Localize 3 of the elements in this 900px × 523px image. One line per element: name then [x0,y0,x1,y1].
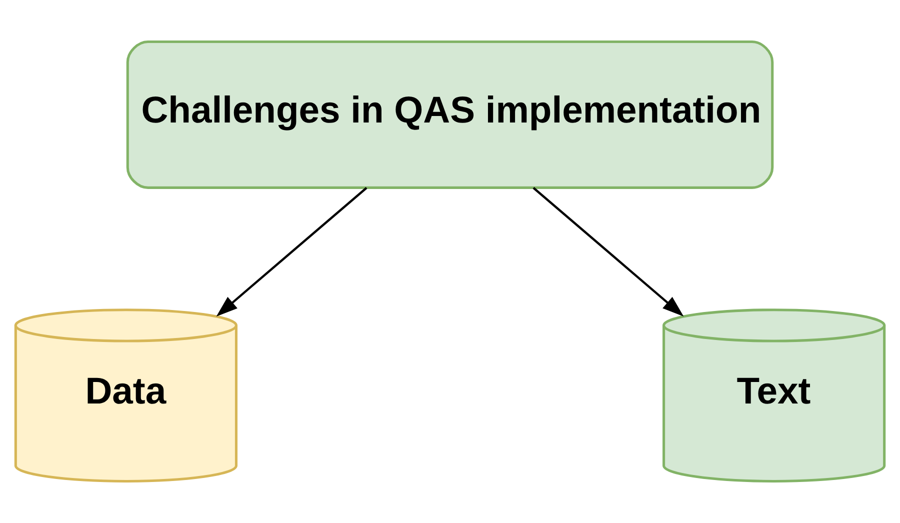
arrow [532,187,684,316]
arrow [216,187,368,316]
node-box: Challenges in QAS implementation [126,40,774,189]
